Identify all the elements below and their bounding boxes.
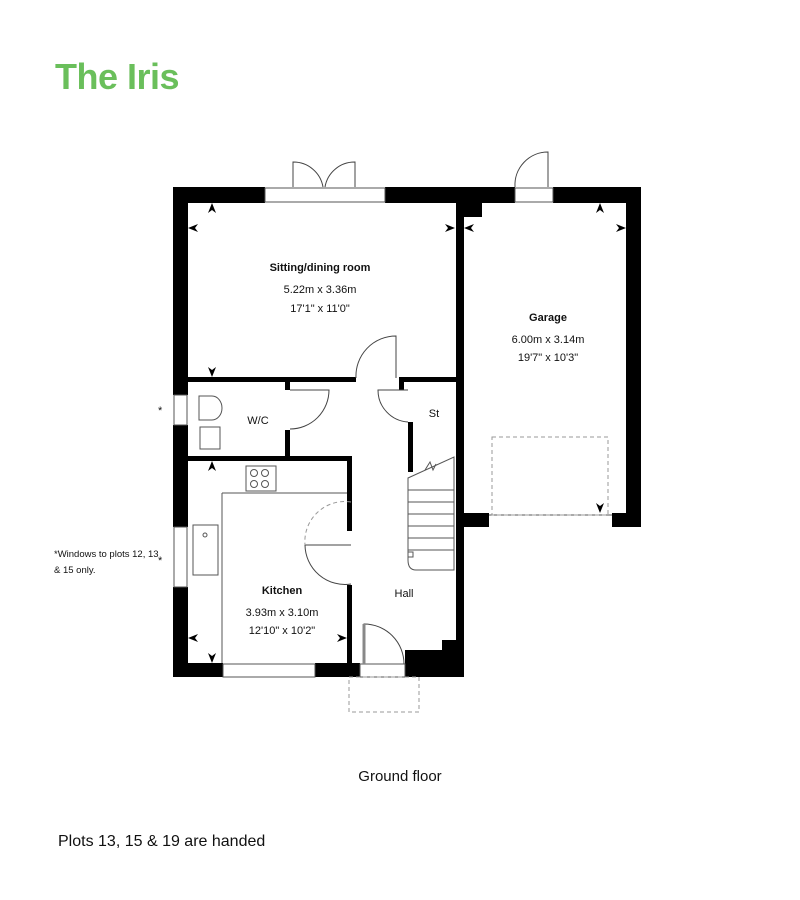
room-sitting-metric: 5.22m x 3.36m — [284, 284, 357, 296]
room-sitting-name: Sitting/dining room — [270, 262, 371, 274]
room-garage-name: Garage — [529, 312, 567, 324]
walls — [173, 187, 641, 677]
dashed-outlines — [304, 436, 609, 713]
room-kitchen-metric: 3.93m x 3.10m — [246, 607, 319, 619]
room-garage-imperial: 19'7" x 10'3" — [518, 352, 578, 364]
room-kitchen-name: Kitchen — [262, 585, 303, 597]
development-title: The Iris — [55, 56, 180, 97]
window-asterisk: * — [158, 555, 163, 567]
room-store-name: St — [429, 408, 439, 420]
room-sitting-imperial: 17'1" x 11'0" — [290, 303, 350, 315]
room-wc-name: W/C — [247, 415, 268, 427]
room-kitchen-imperial: 12'10" x 10'2" — [249, 625, 316, 637]
room-hall-name: Hall — [395, 588, 414, 600]
fixtures — [192, 395, 347, 663]
windows-note: *Windows to plots 12, 13 & 15 only. — [54, 549, 159, 576]
staircase — [407, 456, 455, 571]
room-garage-metric: 6.00m x 3.14m — [512, 334, 585, 346]
door-swings — [289, 151, 549, 665]
window-asterisk: * — [158, 405, 163, 417]
floor-label: Ground floor — [358, 768, 442, 785]
dimension-arrows — [188, 203, 626, 663]
openings — [173, 187, 612, 678]
handed-note: Plots 13, 15 & 19 are handed — [58, 833, 266, 850]
